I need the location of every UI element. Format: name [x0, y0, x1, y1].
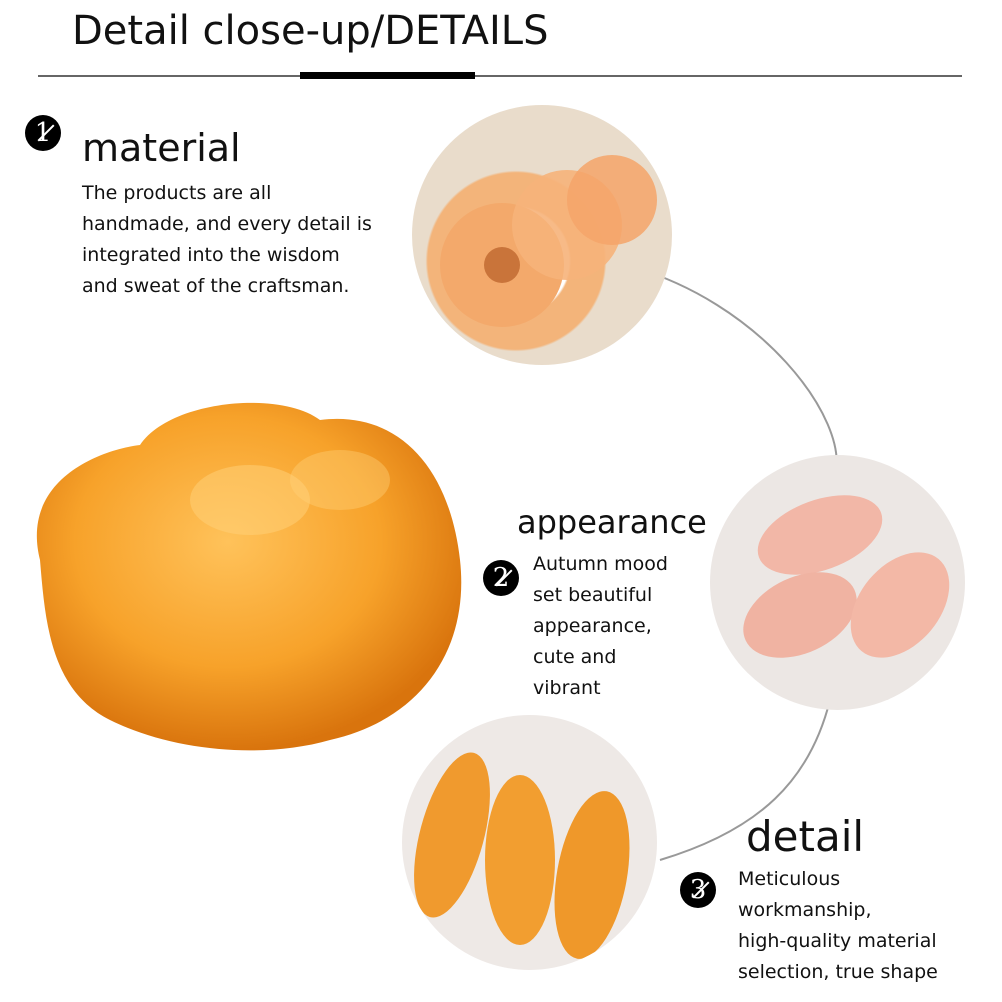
section-text-material: The products are all handmade, and every… — [82, 178, 372, 302]
donut-photo — [412, 105, 672, 365]
section-text-detail: Meticulous workmanship, high-quality mat… — [738, 864, 938, 988]
text-line: and sweat of the craftsman. — [82, 275, 350, 297]
title-divider — [38, 75, 962, 77]
text-line: set beautiful — [533, 584, 653, 606]
section-heading-material: material — [82, 126, 241, 170]
section-heading-detail: detail — [746, 812, 865, 861]
bread-bun-image — [36, 402, 462, 751]
section-heading-appearance: appearance — [517, 503, 707, 541]
text-line: workmanship, — [738, 899, 872, 921]
text-line: cute and — [533, 646, 617, 668]
step-1-badge: 1 — [25, 115, 61, 151]
text-line: integrated into the wisdom — [82, 244, 340, 266]
text-line: The products are all — [82, 182, 272, 204]
golden-bread-photo — [402, 715, 657, 970]
text-line: vibrant — [533, 677, 601, 699]
text-line: handmade, and every detail is — [82, 213, 372, 235]
title-divider-accent — [300, 72, 475, 79]
step-2-badge: 2 — [483, 560, 519, 596]
step-3-badge: 3 — [680, 872, 716, 908]
text-line: appearance, — [533, 615, 652, 637]
text-line: Autumn mood — [533, 553, 668, 575]
text-line: selection, true shape — [738, 961, 938, 983]
text-line: Meticulous — [738, 868, 841, 890]
page-title: Detail close-up/DETAILS — [72, 8, 549, 54]
section-text-appearance: Autumn mood set beautiful appearance, cu… — [533, 549, 668, 704]
pink-bread-photo — [710, 455, 965, 710]
text-line: high-quality material — [738, 930, 937, 952]
